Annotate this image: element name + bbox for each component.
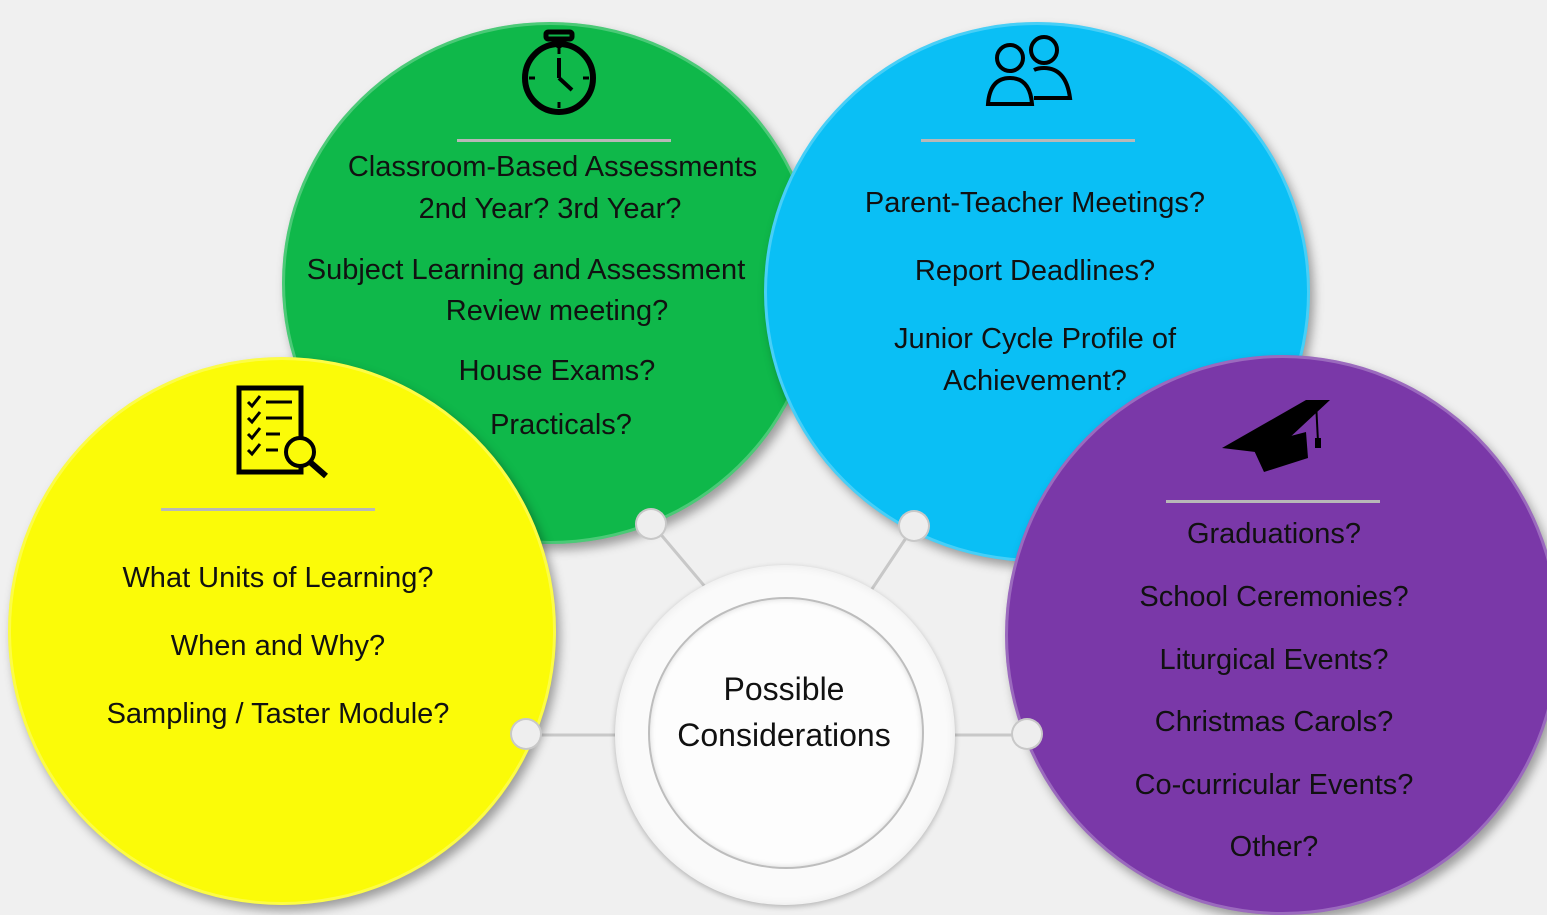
center-title-line1: Possible <box>723 671 845 707</box>
blue-divider <box>921 139 1135 142</box>
checklist-search-icon <box>236 385 328 479</box>
yellow-item-3: Sampling / Taster Module? <box>106 698 450 730</box>
connector-node <box>900 512 928 540</box>
green-item-5: House Exams? <box>458 355 656 387</box>
yellow-item-2: When and Why? <box>170 630 386 662</box>
purple-item-2: School Ceremonies? <box>1139 581 1409 613</box>
center-inner-ring <box>648 597 924 869</box>
purple-item-3: Liturgical Events? <box>1159 644 1389 676</box>
center-title-line2: Considerations <box>677 717 891 753</box>
green-item-6: Practicals? <box>490 409 632 441</box>
purple-item-6: Other? <box>1229 831 1319 863</box>
yellow-item-1: What Units of Learning? <box>122 562 434 594</box>
yellow-circle <box>8 357 556 905</box>
purple-divider <box>1166 500 1380 503</box>
graduation-cap-icon <box>1222 400 1330 472</box>
green-item-1: Classroom-Based Assessments <box>347 151 758 183</box>
purple-item-5: Co-curricular Events? <box>1134 769 1414 801</box>
yellow-divider <box>161 508 375 511</box>
green-item-2: 2nd Year? 3rd Year? <box>418 193 682 225</box>
green-divider <box>457 139 671 142</box>
purple-item-1: Graduations? <box>1186 518 1362 550</box>
blue-item-1: Parent-Teacher Meetings? <box>864 187 1206 219</box>
connector-node <box>512 720 540 748</box>
connector-node <box>637 510 665 538</box>
connector-node <box>1013 720 1041 748</box>
green-item-4: Review meeting? <box>445 295 669 327</box>
purple-item-4: Christmas Carols? <box>1154 706 1394 738</box>
blue-item-3: Junior Cycle Profile of <box>893 323 1177 355</box>
stopwatch-icon <box>522 29 596 115</box>
blue-item-2: Report Deadlines? <box>914 255 1156 287</box>
blue-item-4: Achievement? <box>943 365 1127 397</box>
green-item-3: Subject Learning and Assessment <box>306 254 746 286</box>
people-icon <box>985 35 1073 106</box>
